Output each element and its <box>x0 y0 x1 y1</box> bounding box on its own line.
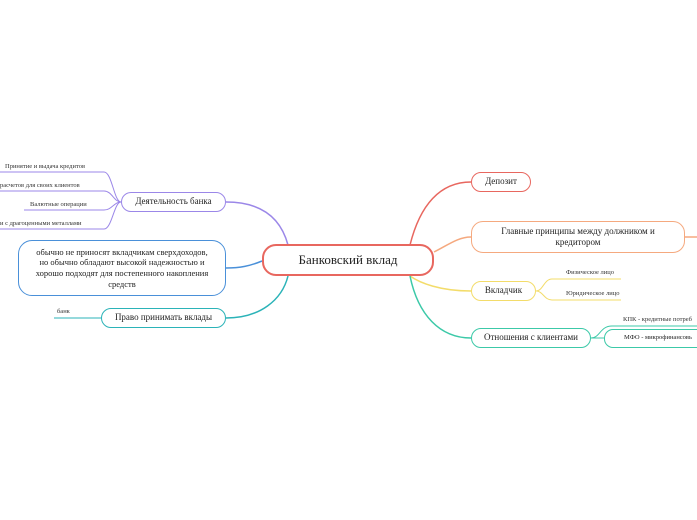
connector-deposit <box>409 181 472 246</box>
clients-item[interactable]: КПК - кредитные потреб <box>623 316 692 323</box>
activity-item[interactable]: и с драгоценными металлами <box>0 220 82 227</box>
activity-item[interactable]: Валютные операции <box>30 201 87 208</box>
central-topic[interactable]: Банковский вклад <box>262 244 434 276</box>
connector-activity-leaf <box>0 171 122 203</box>
topic-note[interactable]: обычно не приносят вкладчикам сверхдоход… <box>18 240 226 296</box>
connector-right-to-accept <box>225 275 289 319</box>
topic-principles-label: Главные принципы между должником и креди… <box>501 225 655 247</box>
bank-item[interactable]: банк <box>57 308 70 315</box>
topic-clients[interactable]: Отношения с клиентами <box>471 328 591 348</box>
connector-depositor-leaf <box>535 278 621 292</box>
connector-depositor-leaf <box>535 290 621 301</box>
connector-activity-leaf <box>0 201 122 230</box>
connector-note <box>225 260 263 269</box>
connector-depositor <box>409 275 472 292</box>
topic-clients-label: Отношения с клиентами <box>484 332 578 343</box>
depositor-item[interactable]: Физическое лицо <box>566 269 614 276</box>
connector-activity-leaf <box>0 190 122 203</box>
topic-activity[interactable]: Деятельность банка <box>121 192 226 212</box>
topic-note-text: обычно не приносят вкладчикам сверхдоход… <box>35 246 209 289</box>
connector-clients <box>409 275 472 339</box>
topic-deposit[interactable]: Депозит <box>471 172 531 192</box>
activity-item[interactable]: Принятие и выдача кредитов <box>5 163 86 170</box>
connector-principles <box>433 236 472 253</box>
topic-right-to-accept-label: Право принимать вклады <box>114 312 213 323</box>
topic-depositor-label: Вкладчик <box>484 285 523 296</box>
topic-depositor[interactable]: Вкладчик <box>471 281 536 301</box>
topic-right-to-accept[interactable]: Право принимать вклады <box>101 308 226 328</box>
depositor-item[interactable]: Юридическое лицо <box>566 290 620 297</box>
topic-activity-label: Деятельность банка <box>135 196 212 207</box>
clients-item-label: МФО - микрофинансовь <box>624 334 692 342</box>
topic-principles[interactable]: Главные принципы между должником и креди… <box>471 221 685 253</box>
clients-item-box[interactable]: МФО - микрофинансовь <box>604 329 697 348</box>
central-topic-label: Банковский вклад <box>298 251 398 267</box>
topic-deposit-label: Депозит <box>485 176 517 187</box>
connector-activity <box>225 201 289 246</box>
activity-item[interactable]: расчетов для своих клиентов <box>0 182 80 189</box>
